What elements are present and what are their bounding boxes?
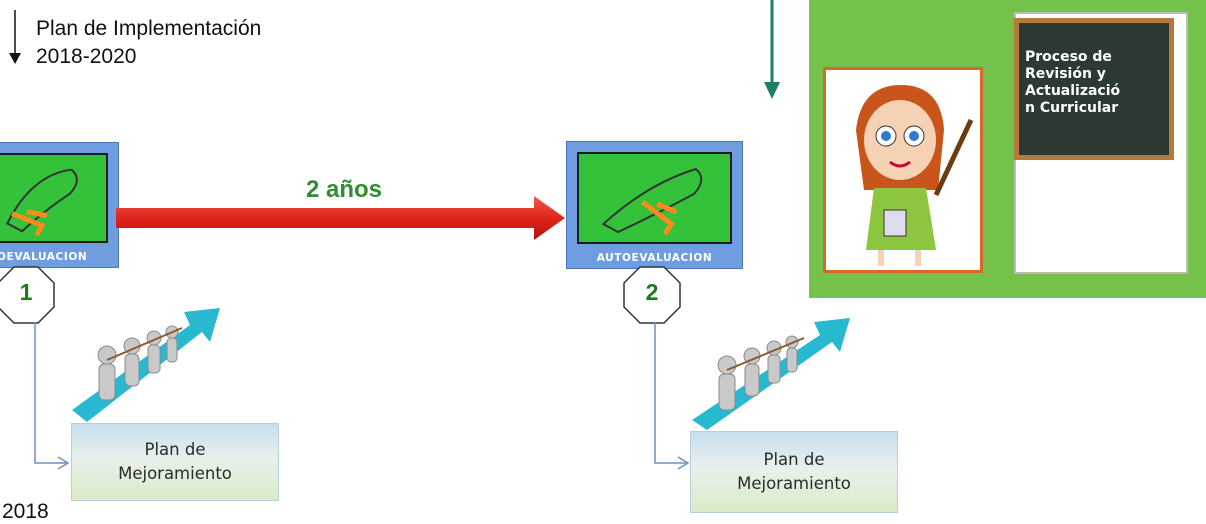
bottom-year-text: 2018 (2, 500, 49, 523)
down-arrow-icon (9, 10, 21, 64)
improvement-plan-box-2: Plan de Mejoramiento (690, 431, 898, 513)
badge-2-text: AUTOEVALUACION (596, 252, 713, 264)
improvement-plan-box-1: Plan de Mejoramiento (71, 423, 279, 501)
improvement-plan-1-label: Plan de Mejoramiento (118, 440, 232, 483)
stage-1-number: 1 (19, 279, 33, 305)
teacher-card (823, 67, 983, 273)
diploma-scroll-icon (0, 153, 108, 243)
chalkboard: Proceso de Revisión y Actualizació n Cur… (1014, 18, 1174, 160)
connector-1 (34, 322, 70, 470)
improvement-plan-2-label: Plan de Mejoramiento (737, 450, 851, 493)
team-pulling-arrow-image-2 (692, 318, 850, 430)
chalkboard-title: Proceso de Revisión y Actualizació n Cur… (1025, 49, 1121, 116)
stage-2-number: 2 (645, 279, 659, 305)
autoevaluation-badge-1: AUTOEVALUACION (0, 142, 119, 268)
implementation-plan-label: Plan de Implementación 2018-2020 (36, 17, 262, 68)
diploma-scroll-icon (577, 152, 732, 244)
stage-2-marker: 2 (623, 266, 681, 324)
connector-2 (654, 322, 690, 470)
badge-1-text: AUTOEVALUACION (0, 251, 88, 263)
teacher-illustration-icon (856, 85, 974, 266)
team-pulling-arrow-image-1 (72, 308, 220, 422)
teal-down-arrow-icon (764, 0, 780, 99)
autoevaluation-badge-2: AUTOEVALUACION (566, 141, 743, 269)
duration-label: 2 años (306, 176, 383, 203)
timeline-red-arrow (116, 196, 565, 240)
stage-1-marker: 1 (0, 266, 55, 324)
